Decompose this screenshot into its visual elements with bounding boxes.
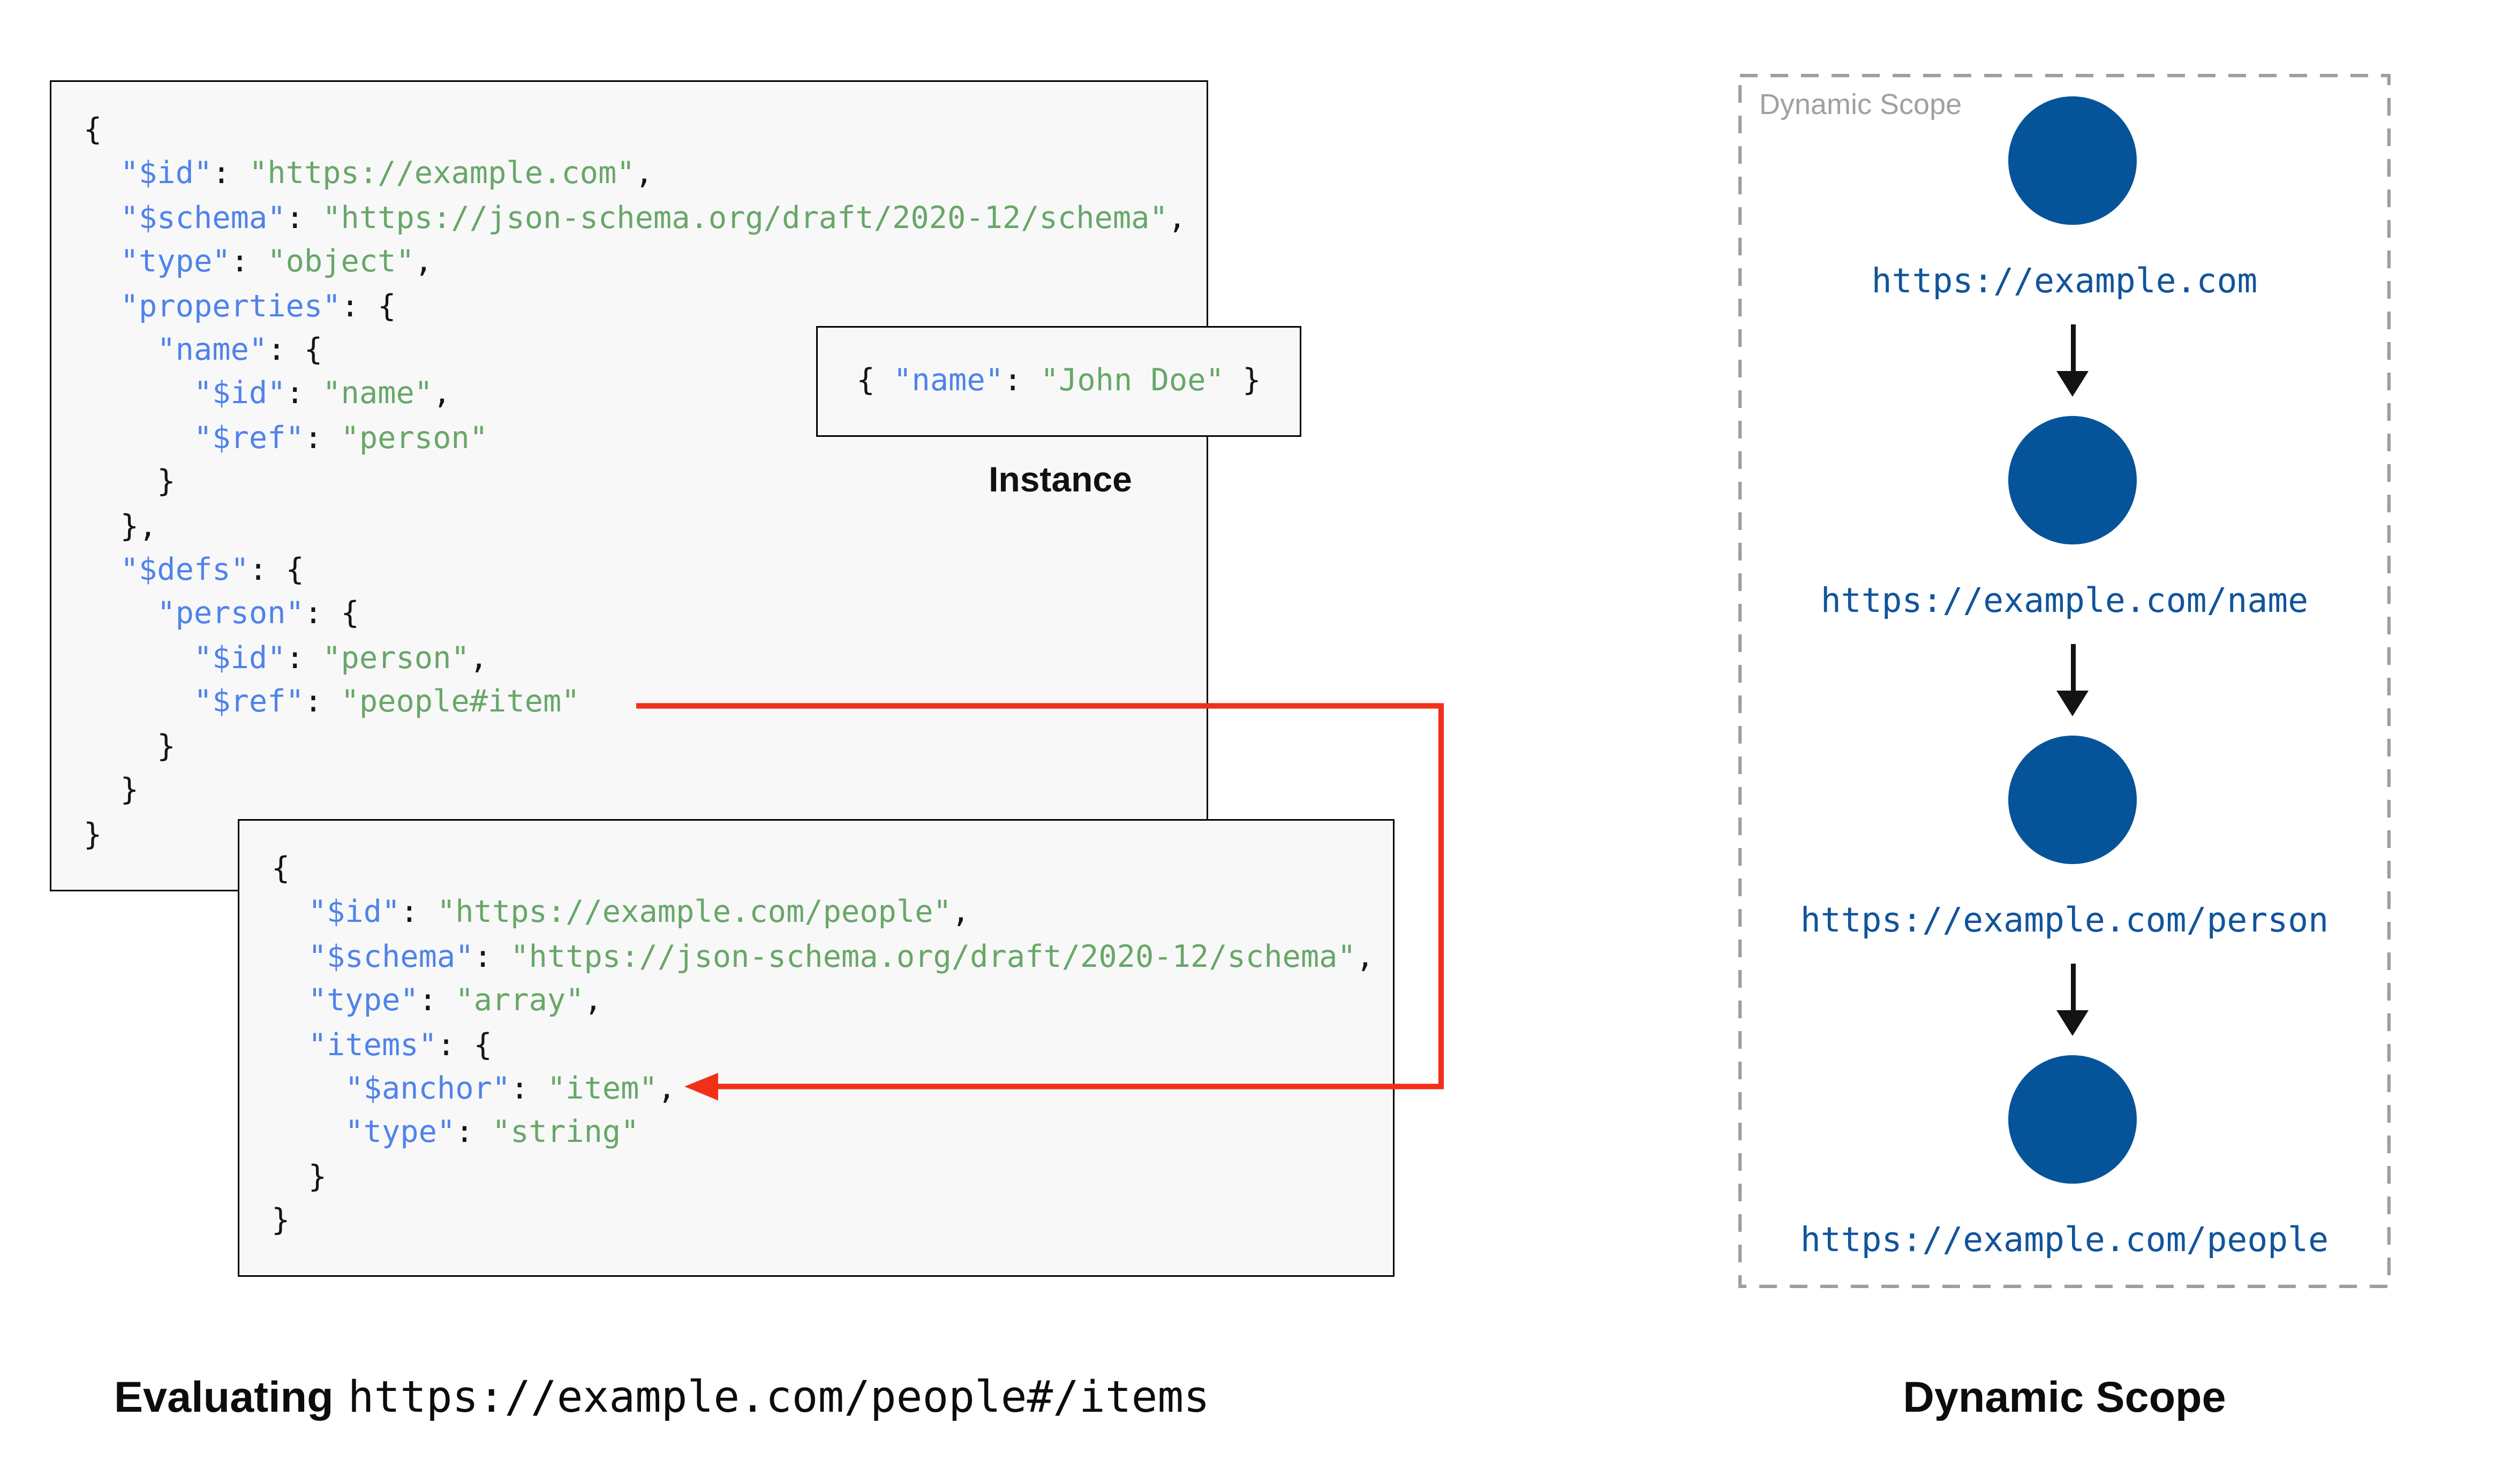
schema1-code-block: { "$id": "https://example.com", "$schema… [50,80,1208,891]
arrow-head [2056,691,2089,716]
instance-code: { "name": "John Doe" } [856,359,1261,403]
code-line: "$anchor": "item", [345,1071,676,1107]
schema2-code: { "$id": "https://example.com/people", "… [239,821,1393,1244]
scope-node-circle [2008,1055,2137,1184]
scope-node-url: https://example.com [1871,262,2258,300]
arrow-stem [2070,964,2075,1012]
scope-node-url: https://example.com/name [1820,581,2309,620]
code-line: "$ref": "person" [193,420,488,456]
code-line: } [84,816,102,852]
schema1-code: { "$id": "https://example.com", "$schema… [51,82,1207,858]
evaluating-caption: Evaluating https://example.com/people#/i… [114,1373,1210,1423]
code-line: "$schema": "https://json-schema.org/draf… [120,200,1187,236]
code-line: "$schema": "https://json-schema.org/draf… [308,939,1375,975]
code-line: } [84,464,176,500]
dynamic-scope-panel-label: Dynamic Scope [1759,88,1962,120]
scope-node-url: https://example.com/people [1800,1221,2329,1259]
scope-node-url: https://example.com/person [1800,901,2329,940]
dynamic-scope-caption: Dynamic Scope [1903,1373,2226,1421]
arrow-head [2056,1010,2089,1036]
evaluating-target: https://example.com/people#/items [348,1373,1210,1423]
scope-node-circle [2008,416,2137,544]
code-line: "type": "object", [120,244,433,280]
code-line: "$ref": "people#item" [193,684,580,720]
code-line: { [84,112,102,148]
code-line: } [84,729,176,764]
code-line: "$id": "https://example.com", [120,156,653,192]
scope-node-circle [2008,96,2137,225]
code-line: { [272,851,290,887]
evaluating-prefix: Evaluating [114,1373,334,1421]
code-line: "properties": { [120,288,396,324]
dashed-border [1738,74,2391,1288]
arrow-down-icon [2056,644,2089,718]
arrow-stem [2070,324,2075,373]
arrow-head [2056,371,2089,397]
code-line: } [84,773,139,808]
instance-box: { "name": "John Doe" } [816,326,1301,437]
code-line: "$defs": { [120,552,304,588]
code-line: } [272,1203,290,1239]
code-line: "name": { [157,332,323,368]
arrow-down-icon [2056,964,2089,1038]
arrow-down-icon [2056,324,2089,398]
code-line: }, [84,508,157,544]
code-line: { "name": "John Doe" } [856,362,1261,398]
code-line: "type": "string" [345,1115,639,1151]
arrow-stem [2070,644,2075,692]
code-line: "items": { [308,1027,492,1063]
scope-node-circle [2008,736,2137,864]
dynamic-scope-panel: Dynamic Scope https://example.com https:… [1738,74,2391,1288]
code-line: "$id": "name", [193,376,451,412]
code-line: "$id": "https://example.com/people", [308,895,970,931]
code-line: "type": "array", [308,983,602,1019]
code-line: } [272,1159,327,1195]
instance-label: Instance [989,459,1132,499]
schema2-code-block: { "$id": "https://example.com/people", "… [238,819,1395,1277]
code-line: "person": { [157,596,359,632]
code-line: "$id": "person", [193,640,488,676]
